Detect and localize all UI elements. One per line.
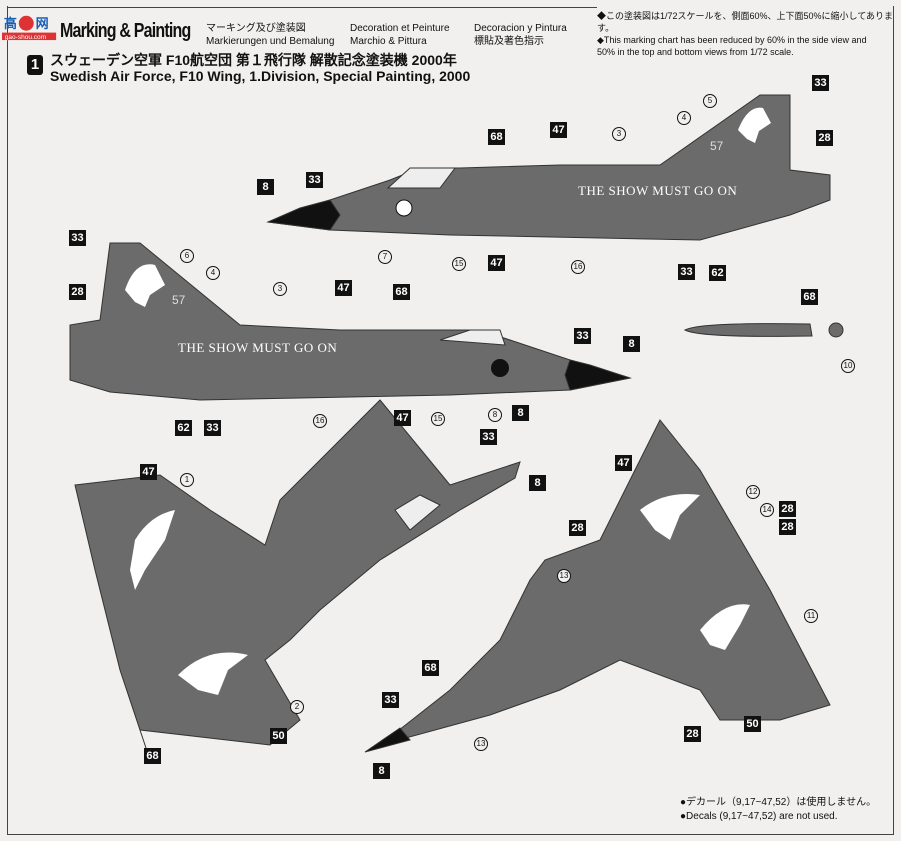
svg-text:网: 网: [36, 16, 49, 31]
decal-callout-circle: 3: [273, 282, 287, 296]
decal-callout-box: 62: [175, 420, 192, 436]
decal-callout-circle: 6: [180, 249, 194, 263]
decal-callout-box: 50: [270, 728, 287, 744]
decal-callout-circle: 7: [378, 250, 392, 264]
decal-note: ●デカール（9,17~47,52）は使用しません。●Decals (9,17~4…: [680, 797, 877, 822]
ghost-emblem: [640, 494, 700, 540]
ghost-emblems: [125, 107, 771, 695]
decal-callout-box: 8: [257, 179, 274, 195]
bottom-view: [379, 419, 831, 746]
decal-callout-circle: 13: [474, 737, 488, 751]
roundel: [395, 199, 413, 217]
nose-cone: [564, 359, 632, 391]
decal-callout-box: 33: [382, 692, 399, 708]
scale-note: ◆この塗装図は1/72スケールを、側面60%、上下面50%に縮小してあります。◆…: [597, 11, 894, 57]
decal-callout-box: 33: [574, 328, 591, 344]
decal-callout-box: 33: [812, 75, 829, 91]
decal-callout-box: 47: [335, 280, 352, 296]
slogan-side-1: THE SHOW MUST GO ON: [578, 183, 738, 198]
decal-callout-circle: 1: [180, 473, 194, 487]
svg-text:高: 高: [4, 16, 17, 31]
svg-text:gao-shou.com: gao-shou.com: [5, 34, 46, 41]
scheme-number: 1: [27, 55, 43, 75]
page-frame: [7, 6, 894, 835]
decal-callout-circle: 8: [488, 408, 502, 422]
decal-callout-box: 47: [488, 255, 505, 271]
drop-tank: [683, 323, 813, 337]
decal-callout-box: 28: [69, 284, 86, 300]
decal-callout-box: 8: [373, 763, 390, 779]
decal-callout-box: 28: [816, 130, 833, 146]
decal-callout-box: 47: [550, 122, 567, 138]
decal-callout-box: 8: [623, 336, 640, 352]
decal-callout-box: 47: [140, 464, 157, 480]
nose-cone: [364, 727, 411, 753]
decal-callout-circle: 11: [804, 609, 818, 623]
decal-callout-box: 28: [779, 519, 796, 535]
canopy: [386, 167, 456, 189]
site-logo: 高 网 gao-shou.com: [2, 15, 57, 41]
decal-callout-box: 50: [744, 716, 761, 732]
tail-number-2: 57: [172, 293, 186, 307]
decal-callout-circle: 4: [206, 266, 220, 280]
canopy: [439, 329, 506, 346]
page-title: Marking & Painting: [60, 20, 191, 42]
decal-callout-box: 68: [488, 129, 505, 145]
nose-cone: [266, 199, 341, 231]
decal-callout-circle: 3: [612, 127, 626, 141]
ghost-emblem: [700, 604, 750, 650]
decal-callout-box: 62: [709, 265, 726, 281]
decal-callout-box: 28: [569, 520, 586, 536]
ghost-emblem: [738, 107, 771, 143]
decal-callout-box: 68: [801, 289, 818, 305]
decal-callout-circle: 13: [557, 569, 571, 583]
decal-callout-circle: 2: [290, 700, 304, 714]
decal-callout-box: 8: [512, 405, 529, 421]
decal-callout-box: 47: [615, 455, 632, 471]
decal-callout-box: 33: [678, 264, 695, 280]
tail-number-1: 57: [710, 139, 724, 153]
slogan-side-2: THE SHOW MUST GO ON: [178, 340, 338, 355]
divider: [7, 7, 597, 8]
ghost-emblem: [130, 510, 175, 590]
canopy: [394, 494, 441, 531]
decal-callout-box: 68: [144, 748, 161, 764]
decal-callout-box: 68: [393, 284, 410, 300]
drop-tank-front: [828, 322, 844, 338]
decal-callout-circle: 16: [313, 414, 327, 428]
decal-callout-circle: 10: [841, 359, 855, 373]
ghost-emblem: [125, 264, 165, 307]
decal-callout-circle: 16: [571, 260, 585, 274]
decal-callout-box: 68: [422, 660, 439, 676]
squadron-badge: [491, 359, 509, 377]
decal-callout-box: 33: [204, 420, 221, 436]
ghost-emblem: [178, 652, 248, 695]
decal-callout-box: 8: [529, 475, 546, 491]
decal-callout-box: 47: [394, 410, 411, 426]
decal-callout-circle: 12: [746, 485, 760, 499]
decal-callout-circle: 4: [677, 111, 691, 125]
decal-callout-box: 28: [779, 501, 796, 517]
decal-callout-box: 33: [306, 172, 323, 188]
decal-callout-box: 33: [480, 429, 497, 445]
decal-callout-box: 28: [684, 726, 701, 742]
decal-callout-circle: 14: [760, 503, 774, 517]
decal-callout-box: 33: [69, 230, 86, 246]
decal-callout-circle: 15: [452, 257, 466, 271]
decal-callout-circle: 15: [431, 412, 445, 426]
decal-callout-circle: 5: [703, 94, 717, 108]
